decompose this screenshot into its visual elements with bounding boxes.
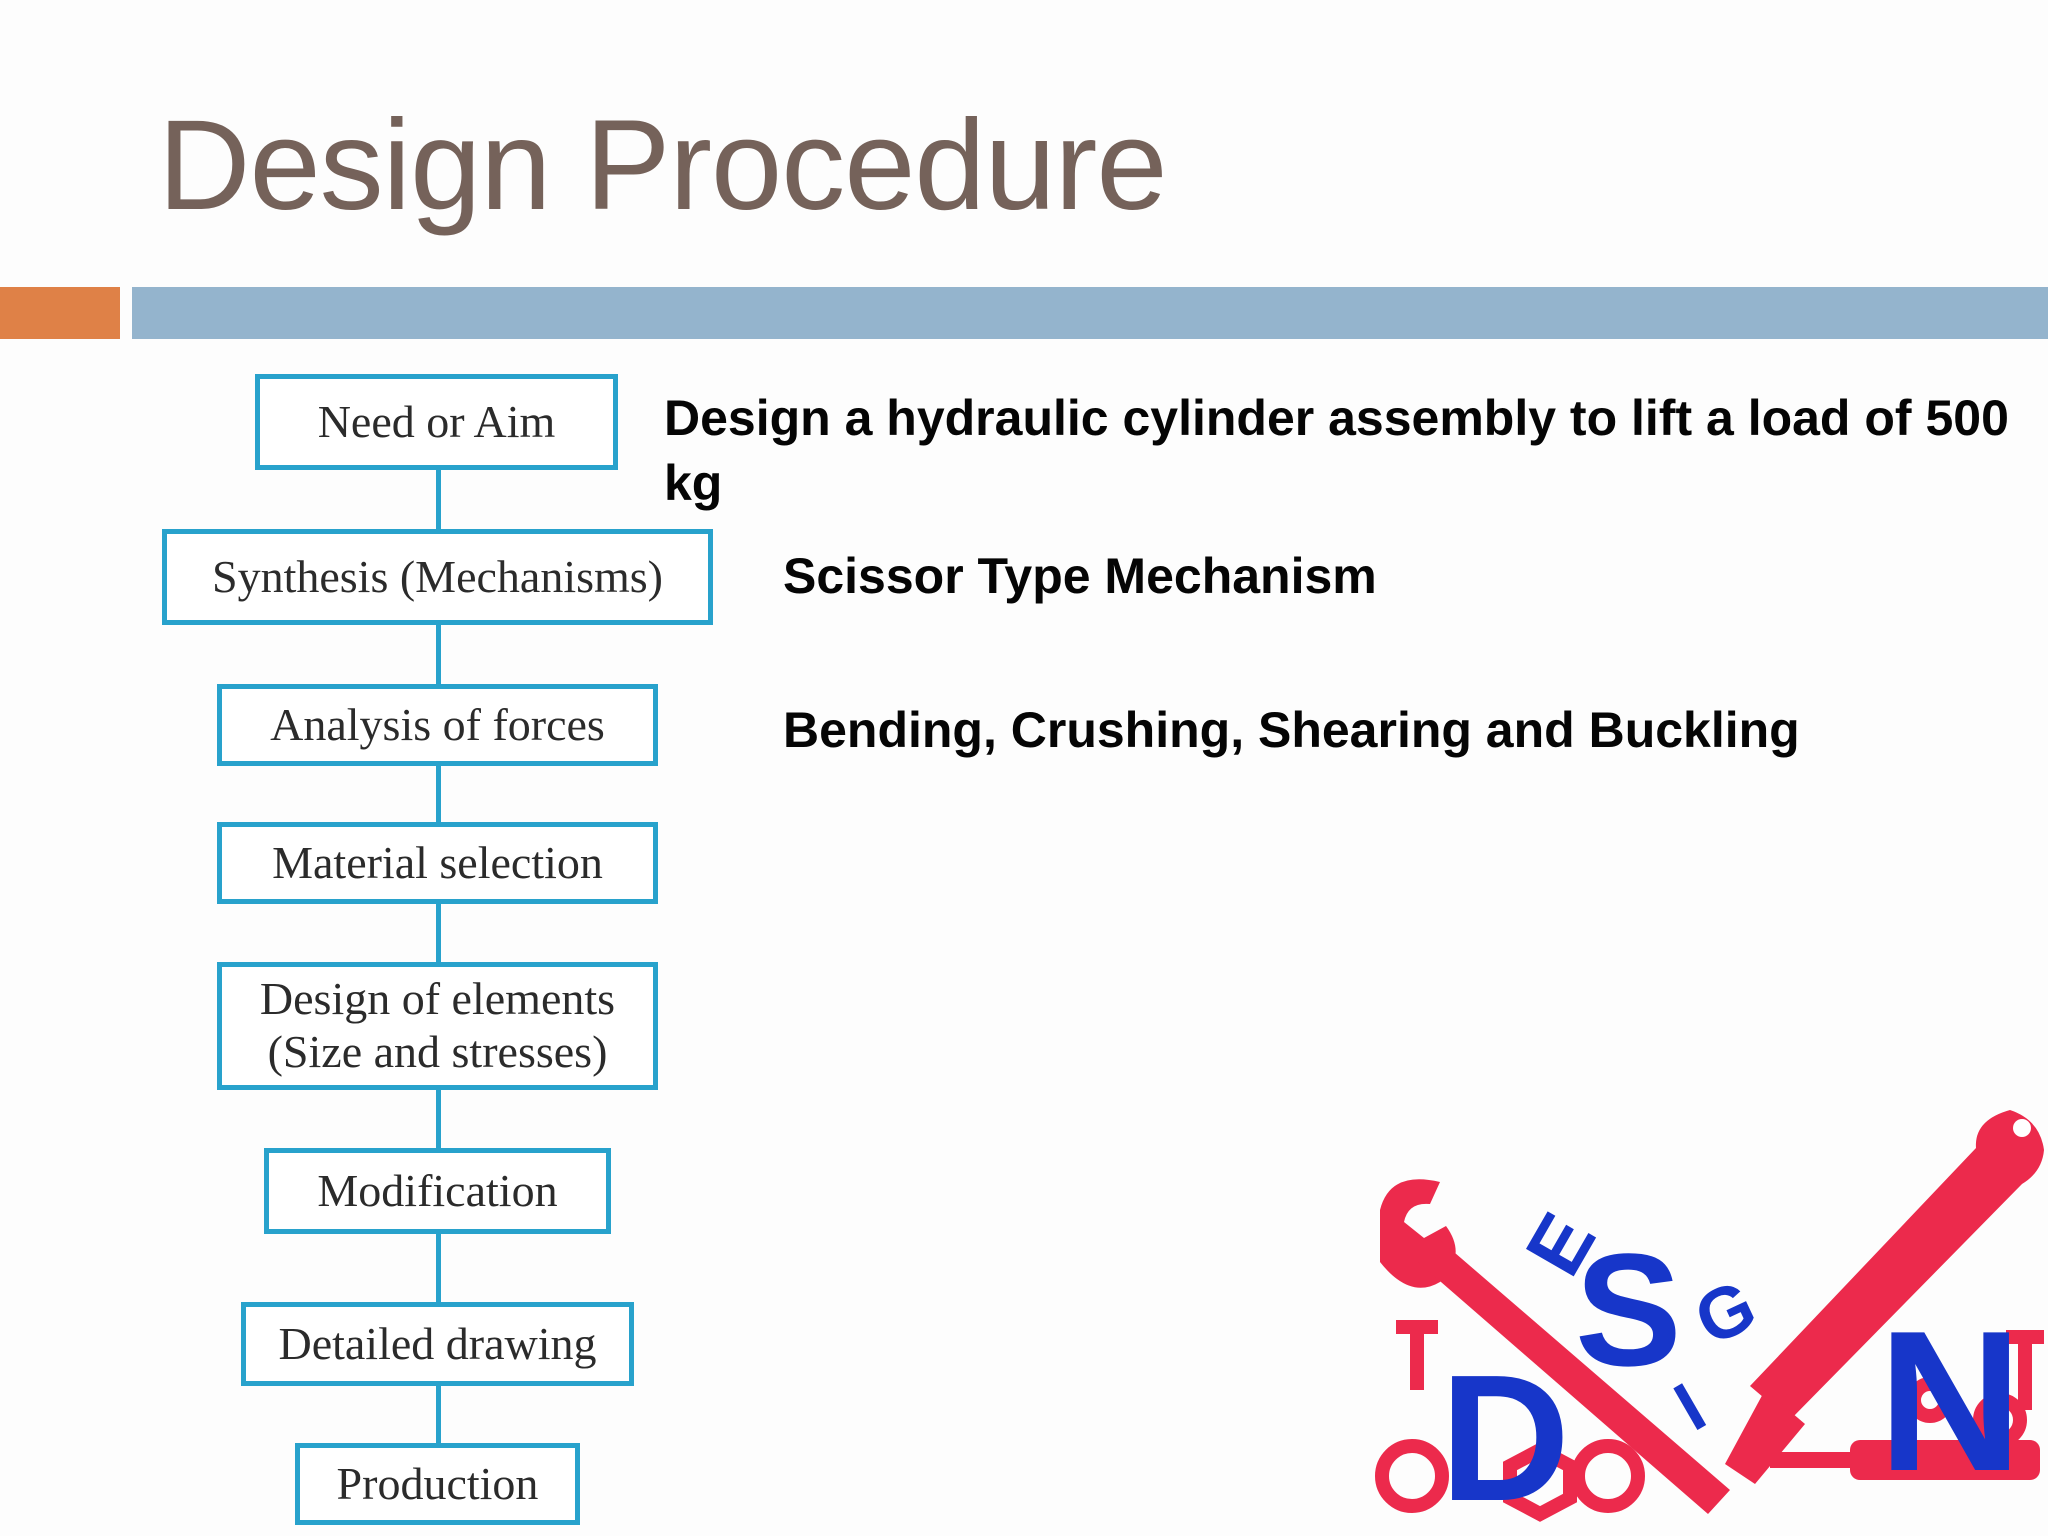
- flow-step-need-or-aim: Need or Aim: [255, 374, 618, 470]
- title-accent-blue-bar: [132, 287, 2048, 339]
- slide-title: Design Procedure: [158, 94, 1168, 237]
- bolt-icon: [1396, 1320, 2044, 1410]
- design-procedure-flowchart: Need or Aim Synthesis (Mechanisms) Analy…: [0, 0, 760, 1536]
- flow-step-label: Detailed drawing: [278, 1317, 597, 1369]
- logo-letter-i: I: [1662, 1368, 1718, 1445]
- title-accent-orange-bar: [0, 287, 120, 339]
- flow-step-production: Production: [295, 1443, 580, 1525]
- flow-step-modification: Modification: [264, 1148, 611, 1234]
- logo-letter-g: G: [1683, 1265, 1768, 1361]
- flow-connector: [436, 1088, 441, 1150]
- flow-step-synthesis: Synthesis (Mechanisms): [162, 529, 713, 625]
- flow-step-label-line2: (Size and stresses): [267, 1026, 608, 1077]
- flow-step-analysis-of-forces: Analysis of forces: [217, 684, 658, 766]
- aim-text: Design a hydraulic cylinder assembly to …: [664, 390, 2009, 511]
- flow-step-label: Need or Aim: [317, 395, 556, 447]
- flow-connector: [436, 468, 441, 530]
- flow-step-label: Modification: [317, 1164, 558, 1216]
- analysis-text: Bending, Crushing, Shearing and Buckling: [783, 702, 1800, 758]
- flow-step-label-line1: Design of elements: [259, 973, 616, 1025]
- mechanism-text: Scissor Type Mechanism: [783, 548, 1377, 604]
- logo-letter-n: N: [1878, 1290, 2022, 1513]
- flow-connector: [436, 762, 441, 824]
- logo-letter-s: S: [1575, 1220, 1682, 1399]
- flow-step-label: Analysis of forces: [270, 698, 605, 750]
- spanner-icon: [1380, 1179, 1730, 1514]
- flow-connector: [436, 624, 441, 686]
- flow-step-label: Synthesis (Mechanisms): [211, 550, 663, 602]
- nut-icon: [1375, 1377, 2027, 1522]
- flow-step-label: Material selection: [272, 836, 603, 888]
- screwdriver-icon: [1770, 1440, 2040, 1480]
- wrench-icon: [1725, 1110, 2044, 1484]
- flow-step-material-selection: Material selection: [217, 822, 658, 904]
- flow-connector: [436, 1232, 441, 1304]
- flow-step-detailed-drawing: Detailed drawing: [241, 1302, 634, 1386]
- flow-step-design-of-elements: Design of elements (Size and stresses): [217, 962, 658, 1090]
- flow-step-label: Production: [336, 1457, 539, 1509]
- logo-letter-d: D: [1440, 1338, 1570, 1536]
- flow-connector: [436, 1384, 441, 1446]
- design-logo-image: D E S I G N: [1375, 1110, 2044, 1536]
- flow-connector: [436, 902, 441, 964]
